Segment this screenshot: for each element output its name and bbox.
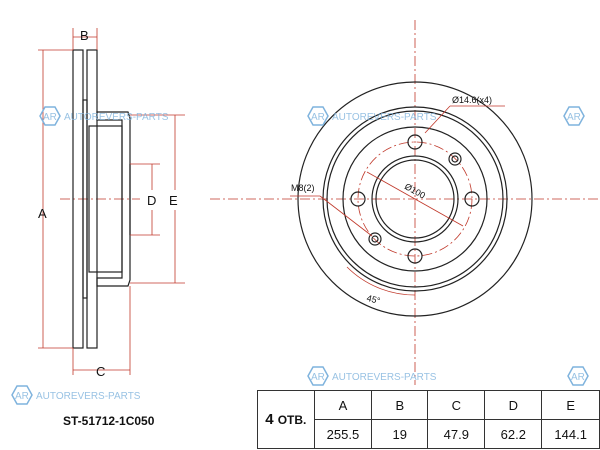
side-view: A B C D E	[38, 28, 185, 379]
value-b: 19	[371, 419, 429, 449]
dim-b-label: B	[80, 28, 89, 43]
watermark-text: AUTOREVERS-PARTS	[332, 372, 437, 383]
watermark-logo: AR	[15, 391, 29, 402]
hole-callout: Ø14.6(x4)	[452, 95, 492, 105]
dim-d-label: D	[147, 193, 156, 208]
value-c: 47.9	[427, 419, 486, 449]
header-b: B	[371, 390, 429, 420]
header-c: C	[427, 390, 486, 420]
header-d: D	[484, 390, 543, 420]
watermark-logo: AR	[311, 112, 325, 123]
holes-count: 4	[265, 411, 274, 428]
thread-callout: M8(2)	[291, 183, 315, 193]
angle-callout: 45°	[366, 293, 382, 306]
dim-a-label: A	[38, 206, 47, 221]
header-a: A	[313, 390, 373, 420]
spec-table: 4 ОТВ. A B C D E 255.5 19 47.9 62.2 144.…	[257, 390, 600, 449]
thread-hole	[368, 232, 382, 246]
bolt-hole	[350, 191, 366, 207]
watermark-text: AUTOREVERS-PARTS	[36, 391, 141, 402]
holes-count-cell: 4 ОТВ.	[257, 390, 315, 449]
bolt-hole	[407, 134, 423, 150]
watermark: AR AUTOREVERS-PARTS AR AUTOREVERS-PARTS AR…	[11, 106, 589, 405]
disc-outer-edge	[297, 81, 533, 317]
value-a: 255.5	[313, 419, 373, 449]
bolt-hole	[464, 191, 480, 207]
thread-hole	[448, 152, 462, 166]
value-d: 62.2	[484, 419, 543, 449]
watermark-text: AUTOREVERS-PARTS	[332, 112, 437, 123]
watermark-logo: AR	[571, 372, 585, 383]
watermark-logo: AR	[311, 372, 325, 383]
bolt-hole	[407, 248, 423, 264]
bolt-circle	[357, 141, 473, 257]
front-view: Ø100 Ø14.6(x4) M8(2) 45°	[210, 20, 600, 385]
watermark-logo: AR	[567, 112, 581, 123]
dim-c-label: C	[96, 364, 105, 379]
hub	[96, 111, 131, 287]
part-number: ST-51712-1C050	[63, 414, 155, 428]
holes-unit: ОТВ.	[277, 413, 307, 427]
pcd-callout: Ø100	[403, 181, 427, 200]
dim-e-label: E	[169, 193, 178, 208]
value-e: 144.1	[541, 419, 600, 449]
watermark-logo: AR	[43, 112, 57, 123]
header-e: E	[541, 390, 600, 420]
watermark-text: AUTOREVERS-PARTS	[64, 112, 169, 123]
